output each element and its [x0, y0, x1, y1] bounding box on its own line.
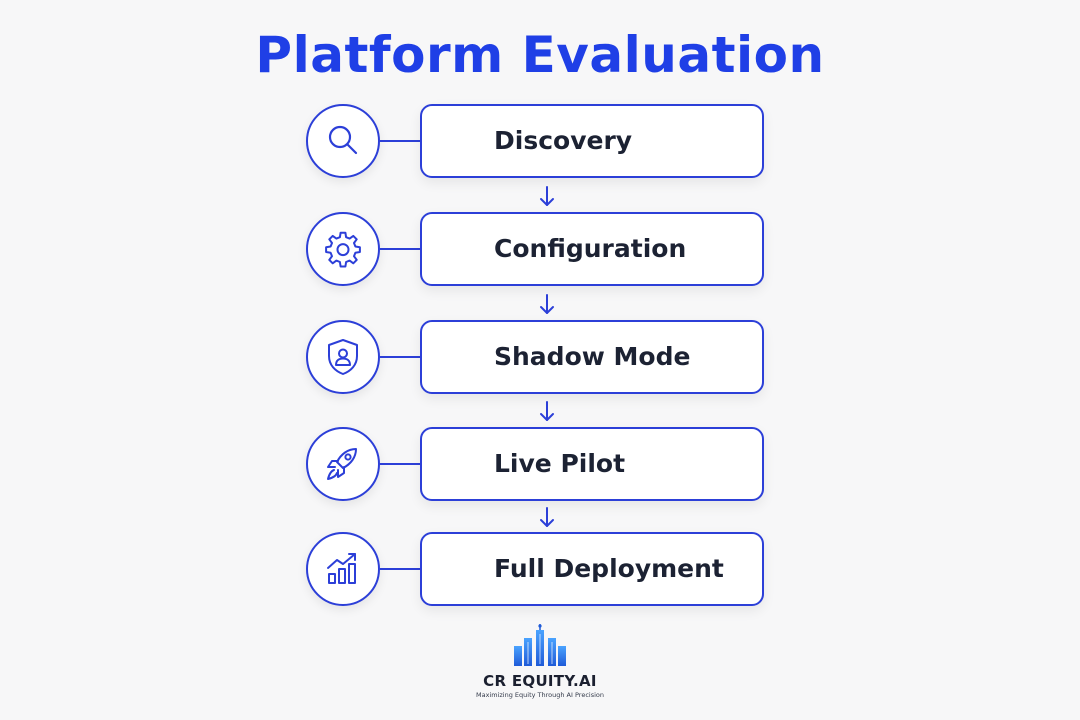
buildings-icon: [514, 624, 566, 666]
step-card: Shadow Mode: [420, 320, 764, 394]
step-connector: [380, 140, 420, 142]
company-logo: CR EQUITY.AI Maximizing Equity Through A…: [470, 624, 610, 704]
shield-user-icon: [306, 320, 380, 394]
step-connector: [380, 568, 420, 570]
step-card: Live Pilot: [420, 427, 764, 501]
down-arrow-icon: [537, 184, 557, 210]
gear-icon: [306, 212, 380, 286]
step-label: Discovery: [494, 126, 633, 155]
step-label: Configuration: [494, 234, 687, 263]
step-label: Live Pilot: [494, 449, 626, 478]
step-label: Shadow Mode: [494, 342, 691, 371]
step-discovery: Discovery: [306, 104, 766, 180]
step-live-pilot: Live Pilot: [306, 427, 766, 503]
down-arrow-icon: [537, 505, 557, 531]
step-card: Configuration: [420, 212, 764, 286]
step-connector: [380, 248, 420, 250]
logo-tagline: Maximizing Equity Through AI Precision: [476, 691, 604, 699]
rocket-icon: [306, 427, 380, 501]
down-arrow-icon: [537, 399, 557, 425]
step-card: Discovery: [420, 104, 764, 178]
step-label: Full Deployment: [494, 554, 724, 583]
step-connector: [380, 356, 420, 358]
logo-wordmark: CR EQUITY.AI: [483, 672, 597, 690]
step-shadow-mode: Shadow Mode: [306, 320, 766, 396]
step-configuration: Configuration: [306, 212, 766, 288]
down-arrow-icon: [537, 292, 557, 318]
page-title: Platform Evaluation: [255, 26, 825, 84]
search-icon: [306, 104, 380, 178]
step-card: Full Deployment: [420, 532, 764, 606]
step-connector: [380, 463, 420, 465]
step-full-deployment: Full Deployment: [306, 532, 766, 608]
growth-chart-icon: [306, 532, 380, 606]
